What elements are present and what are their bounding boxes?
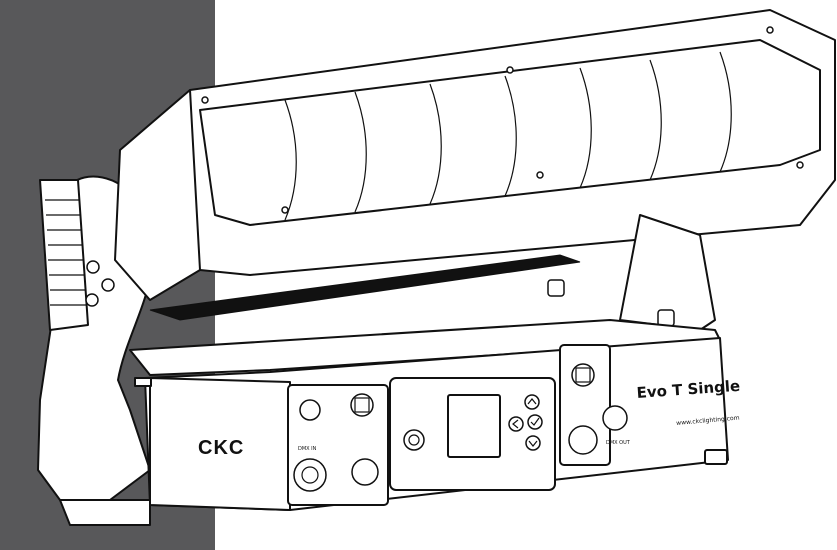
down-button[interactable] [525, 435, 541, 451]
head-screws [201, 26, 804, 214]
right-yoke-arm [619, 214, 716, 331]
up-button[interactable] [524, 394, 540, 410]
power-thru-connector [568, 425, 598, 455]
yoke-hole [101, 278, 115, 292]
base-latch [134, 377, 152, 387]
lcd-screen [447, 394, 501, 458]
base-foot [704, 449, 728, 465]
fixture-head-back [114, 89, 201, 301]
power-out-connector [293, 458, 327, 492]
lens-window [199, 39, 821, 226]
base-left-end [149, 377, 291, 511]
base-top-knob [657, 309, 675, 327]
ethernet-out-connector [571, 363, 595, 387]
dmx-connector [351, 458, 379, 486]
yoke-hole [86, 260, 100, 274]
chevron-up-icon [527, 398, 537, 405]
dmx-out-connector [602, 405, 628, 431]
chevron-left-icon [512, 419, 519, 429]
ethernet-connector [350, 393, 374, 417]
ok-button[interactable] [527, 414, 543, 430]
dmx-in-label: DMX IN [298, 446, 317, 452]
lens-segments [284, 51, 732, 221]
left-heatsink-panel [39, 179, 89, 331]
power-button[interactable] [403, 429, 425, 451]
chevron-down-icon [528, 440, 538, 447]
base-foot-left [59, 499, 151, 526]
brand-logo: CKC [198, 437, 245, 459]
power-in-connector [299, 399, 321, 421]
base-top-knob [547, 279, 565, 297]
yoke-hole [85, 293, 99, 307]
check-icon [530, 417, 540, 426]
head-vent-slit [149, 254, 581, 321]
heatsink-vents [45, 199, 87, 306]
dmx-out-label: DMX OUT [606, 440, 630, 446]
left-button[interactable] [508, 416, 524, 432]
